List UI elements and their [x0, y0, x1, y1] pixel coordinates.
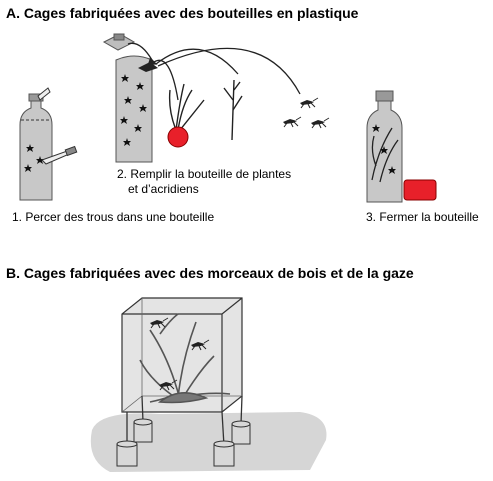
step-3-caption: 3. Fermer la bouteille	[366, 210, 479, 224]
open-bottle	[115, 55, 158, 163]
cage-legs	[126, 395, 243, 447]
closed-bottle	[366, 90, 403, 203]
branch-icon	[223, 79, 243, 141]
locust-icons	[282, 97, 330, 129]
bottle-with-holes	[19, 87, 53, 201]
red-pot-icon	[403, 179, 437, 201]
knife-icon	[41, 145, 78, 165]
bottle-cap-icon	[102, 33, 136, 51]
filling-arrows	[127, 42, 301, 101]
water-cans	[116, 418, 251, 467]
section-a-title: A. Cages fabriquées avec des bouteilles …	[6, 5, 359, 21]
step-2-line-2: et d’acridiens	[128, 182, 199, 196]
gauze-cage	[121, 297, 243, 413]
step-2-caption: 2. Remplir la bouteille de plantes et d’…	[117, 167, 291, 197]
branches-inside	[139, 313, 231, 404]
section-b-title: B. Cages fabriquées avec des morceaux de…	[6, 265, 414, 281]
step-2-line-1: 2. Remplir la bouteille de plantes	[117, 167, 292, 181]
step-1-caption: 1. Percer des trous dans une bouteille	[12, 210, 215, 224]
potted-plant-icon	[167, 83, 205, 148]
